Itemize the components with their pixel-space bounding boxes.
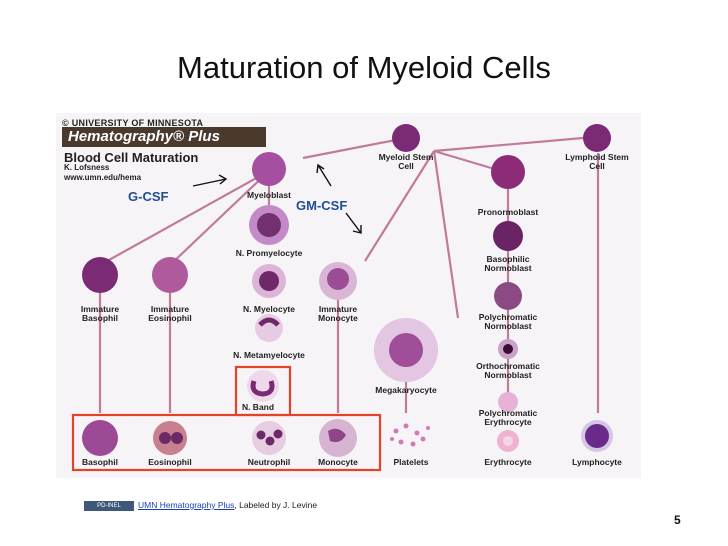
label-basophil: Basophil [82, 457, 118, 467]
gcsf-label: G-CSF [128, 189, 169, 204]
label-n-metamyelocyte: N. Metamyelocyte [233, 350, 305, 360]
label-immature-eosinophil: Immature Eosinophil [148, 304, 192, 323]
gmcsf-label: GM-CSF [296, 198, 348, 213]
maturation-diagram [71, 124, 613, 472]
label-lymphoid-stem-cell: Lymphoid Stem Cell [565, 152, 629, 171]
mature-cells-highlight-box [71, 413, 382, 472]
label-megakaryocyte: Megakaryocyte [375, 385, 437, 395]
label-polychromatic-erythrocyte: Polychromatic Erythrocyte [478, 408, 538, 427]
label-myeloid-stem-cell: Myeloid Stem Cell [378, 152, 434, 171]
polychromatic-erythrocyte-cell [498, 392, 518, 412]
license-badge[interactable]: PD-INEL [84, 500, 134, 511]
pronormoblast-cell [491, 155, 525, 189]
label-myeloblast: Myeloblast [247, 190, 291, 200]
label-erythrocyte: Erythrocyte [484, 457, 532, 467]
label-platelets: Platelets [393, 457, 429, 467]
attribution-footer: PD-INEL UMN Hematography Plus, Labeled by… [84, 500, 317, 511]
banner-brand: Hematography® Plus [62, 127, 266, 147]
figure-heading: Blood Cell Maturation [64, 150, 199, 165]
basophilic-normoblast-cell [493, 221, 523, 251]
figure-url: www.umn.edu/hema [64, 173, 142, 182]
maturation-figure: © UNIVERSITY OF MINNESOTA Hematography® … [56, 113, 641, 478]
attribution-text: , Labeled by J. Levine [234, 500, 318, 510]
label-immature-basophil: Immature Basophil [80, 304, 120, 323]
label-n-band: N. Band [241, 402, 275, 412]
label-basophilic-normoblast: Basophilic Normoblast [484, 254, 532, 273]
label-eosinophil: Eosinophil [148, 457, 192, 467]
label-immature-monocyte: Immature Monocyte [318, 304, 358, 323]
lymphoid-stem-cell [583, 124, 611, 152]
slide-title: Maturation of Myeloid Cells [177, 50, 551, 85]
platelets-cells [390, 423, 430, 447]
myeloblast-cell [252, 152, 286, 186]
immature-eosinophil-cell [152, 257, 188, 293]
label-n-promyelocyte: N. Promyelocyte [235, 248, 303, 258]
label-orthochromatic-normoblast: Orthochromatic Normoblast [476, 361, 540, 380]
label-neutrophil: Neutrophil [247, 457, 291, 467]
label-lymphocyte: Lymphocyte [572, 457, 622, 467]
immature-basophil-cell [82, 257, 118, 293]
page-number: 5 [674, 513, 681, 527]
basophil-cell [82, 420, 118, 456]
banner-university: © UNIVERSITY OF MINNESOTA [62, 118, 204, 128]
figure-author: K. Lofsness [64, 163, 110, 172]
label-pronormoblast: Pronormoblast [477, 207, 539, 217]
label-monocyte: Monocyte [318, 457, 358, 467]
label-n-myelocyte: N. Myelocyte [243, 304, 295, 314]
label-polychromatic-normoblast: Polychromatic Normoblast [478, 312, 538, 331]
source-link[interactable]: UMN Hematography Plus [138, 500, 235, 510]
polychromatic-normoblast-cell [494, 282, 522, 310]
myeloid-stem-cell [392, 124, 420, 152]
